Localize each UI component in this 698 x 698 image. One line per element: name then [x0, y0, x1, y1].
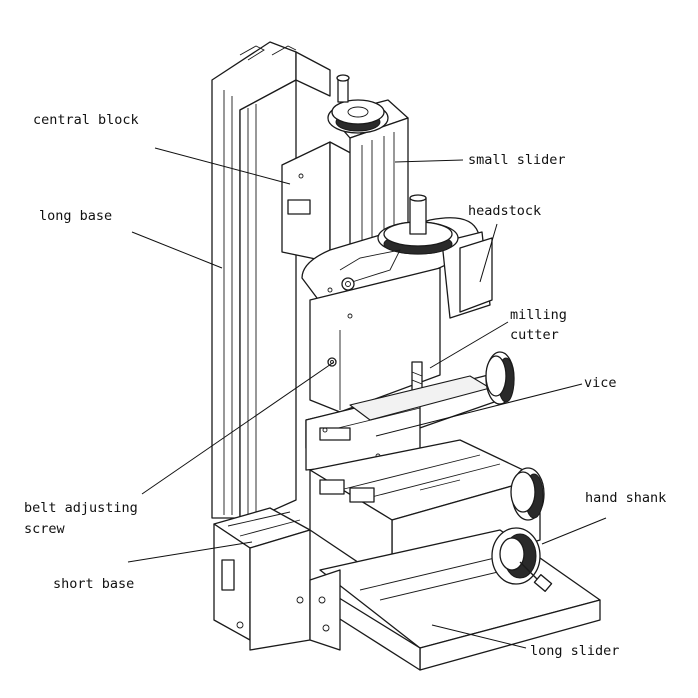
leader-belt-adjusting-screw: [141, 361, 335, 495]
label-long-base: long base: [39, 208, 112, 224]
leader-small-slider: [394, 159, 464, 163]
leader-vice: [375, 383, 583, 437]
label-belt-adjusting-screw-line1: belt adjusting: [24, 500, 138, 516]
leader-long-base: [131, 231, 223, 269]
label-short-base: short base: [53, 576, 134, 592]
label-milling-cutter-line2: cutter: [510, 327, 559, 343]
label-small-slider: small slider: [468, 152, 566, 168]
label-vice: vice: [584, 375, 617, 391]
leader-central-block: [154, 147, 291, 185]
label-central-block: central block: [33, 112, 139, 128]
hand-shank-part: [491, 467, 553, 592]
label-belt-adjusting-screw-line2: screw: [24, 521, 66, 537]
short-base-part: [213, 507, 341, 651]
leader-headstock: [479, 223, 498, 283]
long-slider-part: [309, 439, 601, 671]
label-long-slider: long slider: [530, 643, 619, 659]
label-hand-shank: hand shank: [585, 490, 666, 506]
headstock-part: [301, 194, 493, 413]
leader-long-slider: [431, 624, 527, 649]
leader-milling-cutter: [429, 321, 509, 369]
vice-part: [305, 351, 515, 471]
label-headstock: headstock: [468, 203, 541, 219]
leader-hand-shank: [541, 517, 607, 545]
label-milling-cutter-line1: milling: [510, 307, 567, 323]
leader-short-base: [127, 541, 253, 563]
